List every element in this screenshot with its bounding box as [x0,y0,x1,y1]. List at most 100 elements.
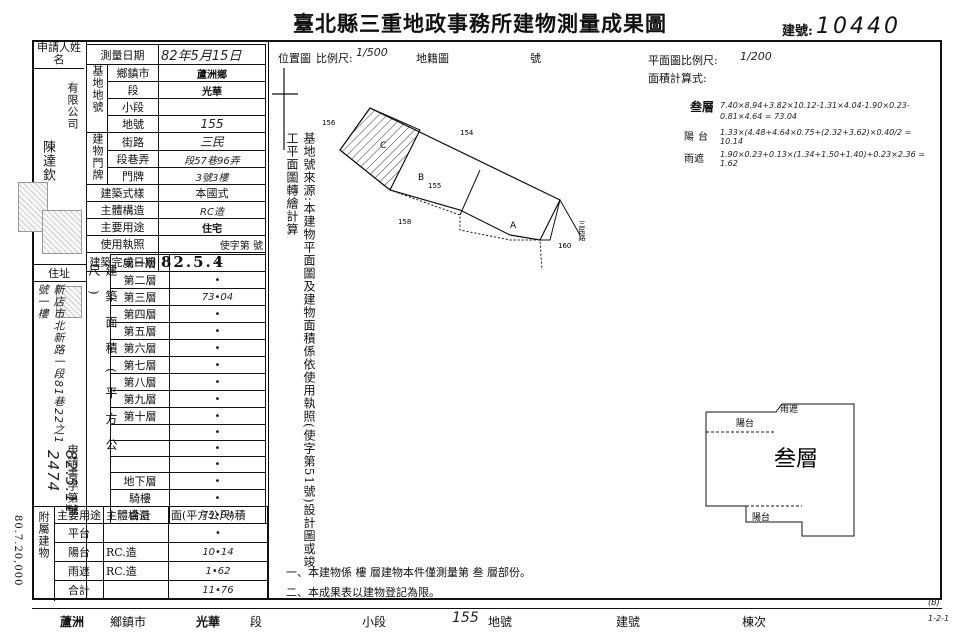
floor-area: • [169,440,266,457]
attached-structure: RC.造 [103,542,169,562]
street-value: 三民 [158,132,266,151]
part-label: A [510,221,517,231]
applicant-address: 新店市北新路一段81巷22之1號一樓 [36,284,65,444]
lane-label: 段巷弄 [107,150,159,168]
street-label: 街路 [107,132,159,151]
calc-row-formula: 7.40×8.94+3.82×10.12-1.31×4.04-1.90×0.23… [720,101,910,121]
style-value: 本國式 [158,184,266,202]
floor-plan-title: 叁層 [774,447,818,472]
structure-label: 主體構造 [86,201,159,219]
floor-label: 第一層 [110,254,170,272]
floor-label: 第四層 [110,305,170,323]
floor-row: 第五層• [110,322,266,340]
source-note: 基地號來源:本建物平面圖及建物面積係依使用執照(使字第51號)設計圖或竣工平面圖… [285,132,316,569]
floor-area: • [169,407,266,425]
survey-table: 測量日期 82年5月15日 基地地號 鄉鎮市 蘆洲鄉 段 光華 小段 地號 15… [86,44,266,272]
use-label: 主要用途 [86,218,159,236]
lot-value: 155 [158,115,266,133]
license-value: 使字第 號 [158,235,266,253]
floor-row: • [110,456,266,473]
scale-label: 比例尺: [316,52,353,65]
section-value: 光華 [158,81,266,99]
section-label: 段 [107,81,159,99]
divider [268,40,269,600]
floor-label [110,440,170,457]
attached-use: 陽台 [54,542,104,562]
footer-section-label: 段 [250,615,263,629]
attached-use: 雨遮 [54,561,104,581]
building-no-value: 10440 [816,14,901,39]
side-stamp-date: 80.7.20,000 [12,515,23,587]
floor-area: • [169,356,266,374]
request-label: 申請書字第號 [66,444,79,516]
cadastral-sketch: 156 154 155 158 160 C B A 三民路 [322,107,586,271]
scale-value: 1/500 [356,46,388,59]
calc-row-label: 雨遮 [684,154,704,165]
floor-area: • [169,254,266,272]
floor-plan: 叁層 陽台 雨遮 陽台 [705,403,855,537]
floor-row: 地下層• [110,472,266,490]
applicant-column: 申請人姓名 有限公司 陳達欽 住址 新店市北新路一段81巷22之1號一樓 申請書… [18,40,87,600]
note-1: 一、本建物係 樓 層建物本件僅測量第 叁 層部份。 [286,566,531,579]
position-map-label: 位置圖 [278,52,311,65]
township-value: 蘆洲鄉 [158,64,266,82]
floor-plan-note: 陽台 [736,417,754,429]
floor-area: • [169,456,266,473]
floor-label: 第三層 [110,288,170,306]
floor-label: 第十層 [110,407,170,425]
subsection-label: 小段 [107,98,159,116]
floor-label: 第九層 [110,390,170,408]
structure-value: RC造 [158,201,266,219]
area-label-cell: 建築面積(平方公尺) [86,254,118,506]
applicant-label: 申請人姓名 [34,42,84,69]
number-label: 門牌 [107,167,159,185]
part-label: B [418,173,424,183]
floor-area: • [169,271,266,289]
attached-row: 陽台 RC.造 10•14 [54,542,268,562]
floor-label [110,424,170,441]
floor-area: • [169,390,266,408]
lane-value: 段57巷96弄 [158,150,266,168]
attached-area: • [168,523,268,543]
floor-label: 騎樓 [110,489,170,507]
floor-row: 第四層• [110,305,266,323]
survey-form-frame [32,40,942,600]
cadastral-no-label: 號 [530,52,541,65]
number-value: 3號3樓 [158,167,266,185]
date-value: 82年5月15日 [158,44,266,65]
corner-mark: (B) [928,598,940,607]
floor-row: 第二層• [110,271,266,289]
floor-area: • [169,305,266,323]
calc-row-label: 陽台 [684,132,712,143]
date-label: 測量日期 [86,44,159,65]
attached-area: 10•14 [168,542,268,562]
applicant-name: 陳達欽 [40,140,55,182]
calc-row-formula: 1.33×(4.48+4.64×0.75+(2.32+3.62)×0.40/2 … [720,128,912,146]
floor-label [110,456,170,473]
floor-row: • [110,440,266,457]
floor-area: • [169,424,266,441]
attached-structure [103,523,169,543]
floor-label: 地下層 [110,472,170,490]
cadastral-label: 地籍圖 [416,52,449,65]
applicant-org-type: 有限公司 [66,82,79,130]
attached-area: 1•62 [168,561,268,581]
style-label: 建築式樣 [86,184,159,202]
lot-label: 154 [460,129,474,137]
attached-row: 合計 11•76 [54,580,268,600]
footer-building-label: 建號 [616,615,641,629]
request-value: 82.5.11 2474 [44,450,80,515]
floor-area: • [169,373,266,391]
floor-label: 第七層 [110,356,170,374]
floor-row: 第八層• [110,373,266,391]
footer-subsection-label: 小段 [362,615,387,629]
floor-plan-note: 陽台 [752,511,770,523]
attached-area: 11•76 [168,580,268,600]
building-no-label: 建號: [782,24,813,39]
footer-township-label: 鄉鎮市 [110,615,147,629]
attached-use: 合計 [54,580,104,600]
attached-row: 平台 • [54,523,268,543]
lot-label: 158 [398,218,411,226]
